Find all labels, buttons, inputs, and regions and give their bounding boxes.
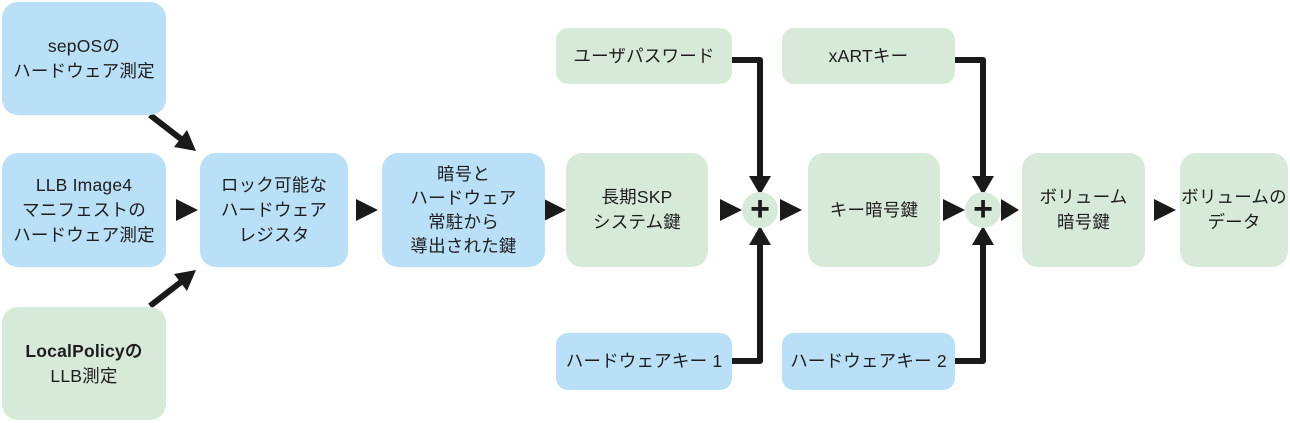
node-label-line: ロック可能な bbox=[220, 174, 328, 195]
edge-xartkey-to-combine2 bbox=[955, 57, 986, 178]
node-label-line: LLB測定 bbox=[50, 365, 118, 386]
node-label-line: 長期SKP bbox=[601, 187, 673, 207]
node-llb-manifest: LLB Image4 マニフェストの ハードウェア測定 bbox=[2, 153, 166, 267]
node-label-line: LLB Image4 bbox=[35, 174, 133, 195]
node-xart-key: xARTキー bbox=[782, 28, 955, 84]
node-label-line: ボリュームの bbox=[1181, 187, 1287, 207]
arrowhead-xartkey-down bbox=[972, 176, 994, 195]
arrowhead-localpolicy-diagonal bbox=[174, 270, 196, 291]
node-label-line: xARTキー bbox=[828, 45, 909, 66]
arrowhead-derivedkey-to-skp bbox=[544, 199, 566, 221]
node-label-line: レジスタ bbox=[238, 224, 310, 245]
edge-localpolicy-to-register bbox=[148, 279, 183, 309]
arrowhead-hardwarekey2-up bbox=[972, 226, 994, 245]
combine-operator-1: + bbox=[742, 192, 778, 228]
arrowhead-sepos-diagonal bbox=[174, 130, 196, 151]
node-hardware-key-1: ハードウェアキー 1 bbox=[556, 333, 732, 390]
node-label-line: ユーザパスワード bbox=[573, 45, 715, 66]
plus-icon: + bbox=[973, 190, 993, 228]
node-derived-key: 暗号と ハードウェア 常駐から 導出された鍵 bbox=[382, 153, 545, 267]
edge-userpassword-to-combine1 bbox=[732, 57, 763, 178]
node-label-line: 暗号鍵 bbox=[1056, 212, 1111, 232]
node-volume-data: ボリュームの データ bbox=[1180, 153, 1288, 267]
node-label-line: データ bbox=[1207, 212, 1261, 232]
node-label-line: ボリューム bbox=[1039, 187, 1128, 207]
plus-icon: + bbox=[750, 190, 770, 228]
node-label-line: 導出された鍵 bbox=[410, 236, 517, 256]
node-label-line: キー暗号鍵 bbox=[829, 199, 919, 220]
node-label-line: ハードウェア bbox=[220, 199, 328, 220]
node-label-line: ハードウェア bbox=[410, 188, 517, 208]
node-volume-encryption-key: ボリューム 暗号鍵 bbox=[1022, 153, 1145, 267]
arrowhead-llb-to-register bbox=[176, 199, 198, 221]
node-lockable-register: ロック可能な ハードウェア レジスタ bbox=[200, 153, 348, 267]
arrowhead-userpassword-down bbox=[749, 176, 771, 195]
arrowhead-skp-to-combine1 bbox=[720, 199, 742, 221]
combine-operator-2: + bbox=[965, 192, 1001, 228]
arrowhead-kek-to-combine2 bbox=[943, 199, 965, 221]
arrowhead-combine1-to-kek bbox=[780, 199, 802, 221]
node-label-line: システム鍵 bbox=[593, 212, 681, 232]
node-label-line: 常駐から bbox=[428, 212, 499, 232]
edge-hardwarekey2-to-combine2 bbox=[955, 243, 986, 364]
node-key-encryption-key: キー暗号鍵 bbox=[808, 153, 940, 267]
node-label-line: ハードウェアキー 2 bbox=[790, 351, 947, 371]
node-localpolicy-llb: LocalPolicyの LLB測定 bbox=[2, 307, 166, 420]
edge-hardwarekey1-to-combine1 bbox=[732, 243, 763, 364]
node-label-line: sepOSの bbox=[47, 35, 121, 56]
node-sepos-measurement: sepOSの ハードウェア測定 bbox=[2, 2, 166, 115]
arrowhead-register-to-derivedkey bbox=[356, 199, 378, 221]
edge-sepos-to-register bbox=[148, 112, 183, 142]
arrowhead-hardwarekey1-up bbox=[749, 226, 771, 245]
node-label-line: 暗号と bbox=[436, 164, 491, 184]
node-user-password: ユーザパスワード bbox=[556, 28, 732, 84]
node-label-line: ハードウェア測定 bbox=[13, 224, 155, 245]
node-skp-system-key: 長期SKP システム鍵 bbox=[566, 153, 708, 267]
node-label-line: ハードウェア測定 bbox=[13, 60, 155, 81]
arrowhead-volumekey-to-volumedata bbox=[1154, 199, 1176, 221]
arrowhead-combine2-to-volumekey bbox=[1001, 199, 1019, 221]
node-label-line: マニフェストの bbox=[22, 199, 146, 220]
node-label-line: ハードウェアキー 1 bbox=[565, 351, 723, 371]
node-hardware-key-2: ハードウェアキー 2 bbox=[782, 333, 955, 390]
node-label-line: LocalPolicyの bbox=[25, 340, 143, 361]
